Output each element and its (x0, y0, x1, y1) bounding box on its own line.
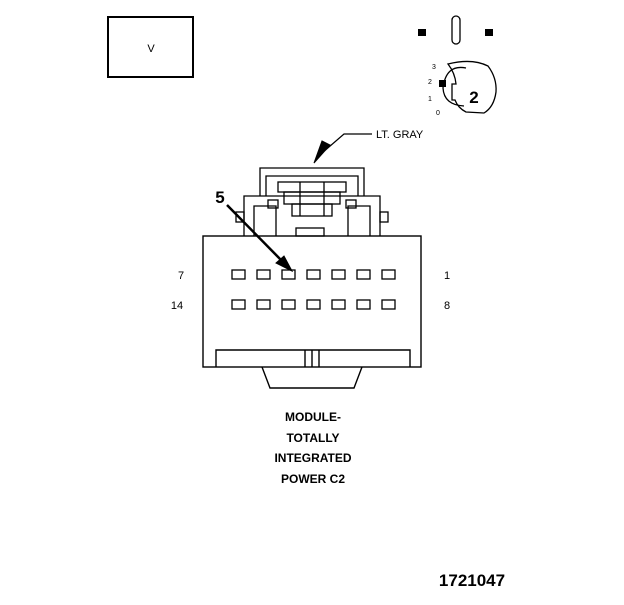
pin-cavity (281, 299, 296, 310)
view-box: V (107, 16, 194, 78)
pin-cavity (306, 269, 321, 280)
key-position-label: 2 (428, 79, 432, 86)
caption-line: TOTALLY (286, 431, 339, 445)
view-box-label: V (147, 43, 155, 55)
figure-number: 1721047 (439, 571, 505, 590)
pin-cavity (356, 269, 371, 280)
key-number: 2 (469, 88, 478, 107)
pin-cavity (381, 269, 396, 280)
pin-cavity (256, 299, 271, 310)
pin-cavity (331, 269, 346, 280)
caption-line: INTEGRATED (274, 451, 351, 465)
color-callout: LT. GRAY (313, 129, 424, 164)
caption-line: MODULE- (285, 410, 341, 424)
key-position-label: 3 (432, 64, 436, 71)
caption-line: POWER C2 (281, 472, 345, 486)
pin-label-top-left: 7 (178, 270, 184, 282)
pin-cavity (331, 299, 346, 310)
pin-label-bottom-right: 8 (444, 300, 450, 312)
pin-row-top (231, 269, 396, 280)
pin-label-top-right: 1 (444, 270, 450, 282)
pin-row-bottom (231, 299, 396, 310)
key-icon: 2 3 2 1 0 (418, 15, 497, 117)
pin-cavity (306, 299, 321, 310)
pin-cavity (356, 299, 371, 310)
key-position-label: 0 (436, 110, 440, 117)
pin-cavity (281, 269, 296, 280)
pin-cavity (381, 299, 396, 310)
connector-color-label: LT. GRAY (376, 129, 424, 141)
connector-body (202, 235, 422, 389)
connector-latch (235, 167, 389, 237)
key-position-label: 1 (428, 96, 432, 103)
pin-label-bottom-left: 14 (171, 300, 183, 312)
pin-cavity (231, 299, 246, 310)
pin-callout: 5 (215, 188, 294, 273)
pin-cavity (256, 269, 271, 280)
pin-cavity (231, 269, 246, 280)
pin-callout-label: 5 (215, 188, 224, 207)
connector-caption: MODULE- TOTALLY INTEGRATED POWER C2 (274, 410, 351, 486)
